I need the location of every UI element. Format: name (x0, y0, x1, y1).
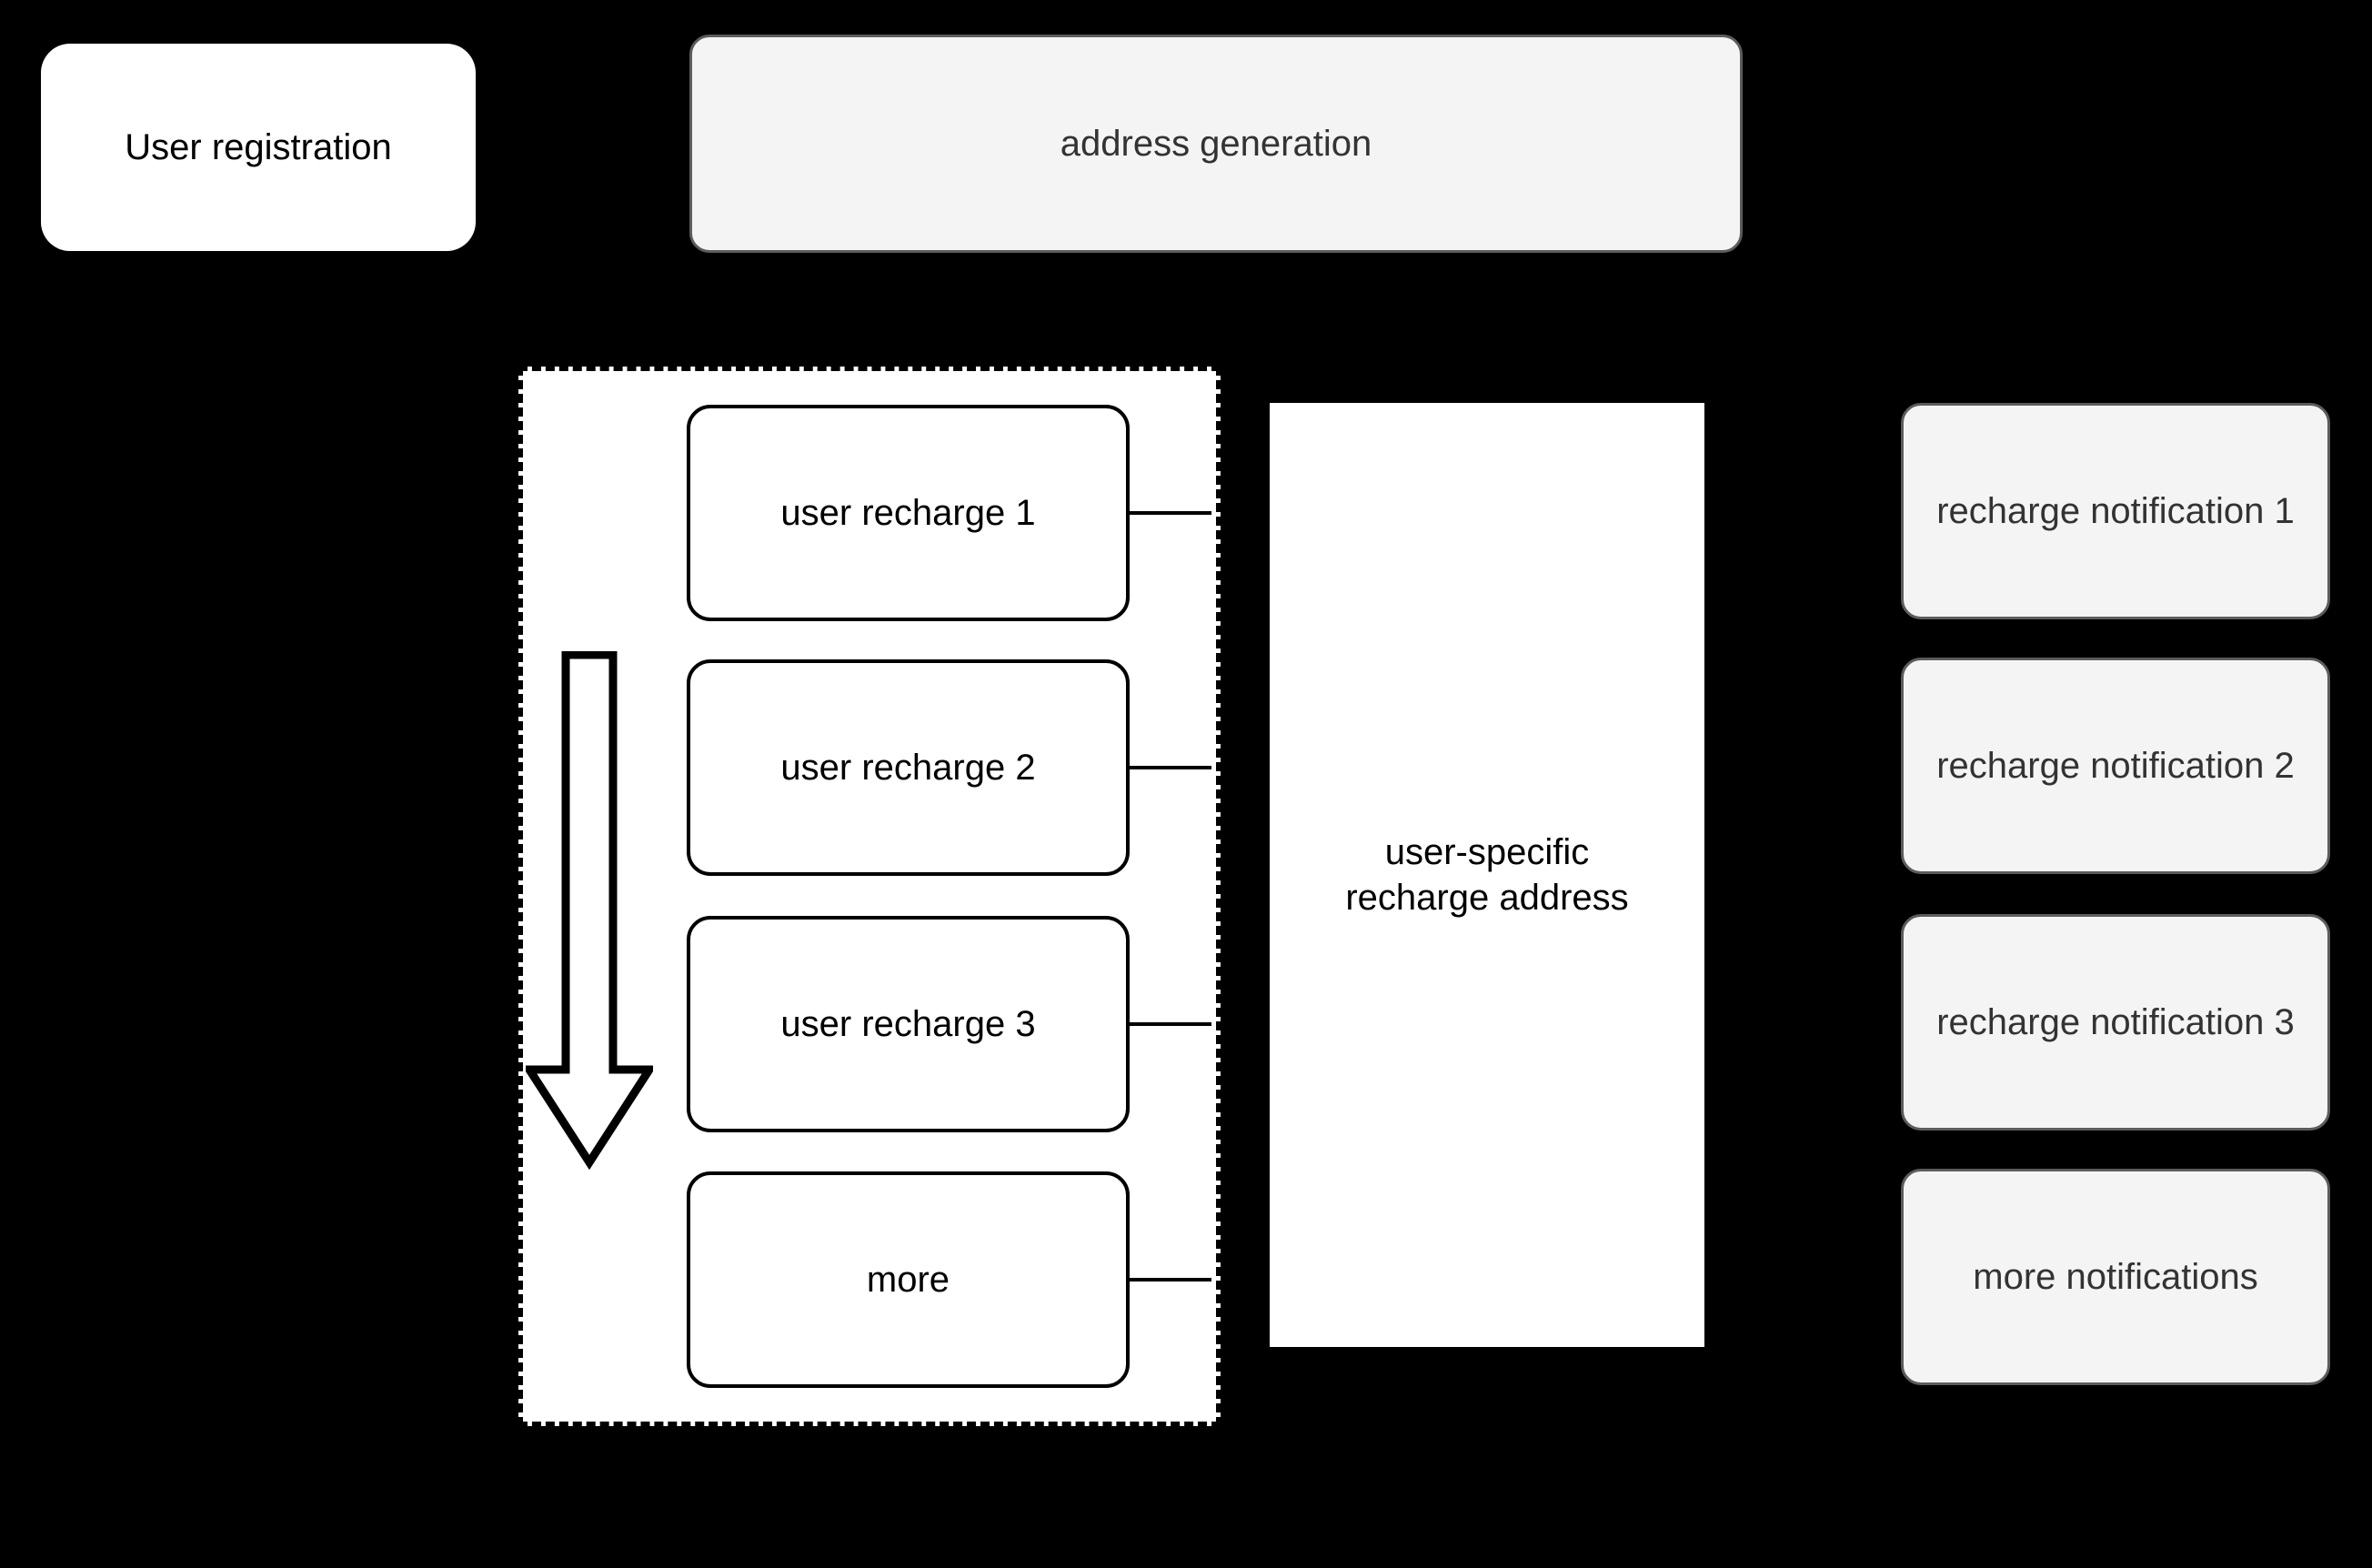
node-more-notifications-label: more notifications (1973, 1257, 2258, 1297)
connector-recharge-2 (1128, 766, 1211, 769)
node-user-recharge-3-label: user recharge 3 (780, 1004, 1036, 1044)
node-address-generation-label: address generation (1060, 124, 1372, 164)
node-user-recharge-2[interactable]: user recharge 2 (687, 659, 1130, 876)
node-user-registration-label: User registration (125, 127, 392, 167)
connector-recharge-3 (1128, 1022, 1211, 1026)
node-more-recharge-label: more (866, 1260, 950, 1300)
node-recharge-notification-2[interactable]: recharge notification 2 (1901, 658, 2330, 874)
node-recharge-notification-1[interactable]: recharge notification 1 (1901, 403, 2330, 619)
node-recharge-notification-2-label: recharge notification 2 (1936, 746, 2295, 786)
node-user-recharge-2-label: user recharge 2 (780, 748, 1036, 788)
node-user-specific-recharge-address-label: user-specific recharge address (1345, 832, 1629, 918)
down-arrow-icon (526, 651, 653, 1170)
node-recharge-notification-3[interactable]: recharge notification 3 (1901, 914, 2330, 1131)
node-address-generation[interactable]: address generation (689, 35, 1743, 253)
connector-more-recharge (1128, 1278, 1211, 1282)
node-user-recharge-1[interactable]: user recharge 1 (687, 405, 1130, 621)
node-more-notifications[interactable]: more notifications (1901, 1169, 2330, 1385)
node-recharge-notification-1-label: recharge notification 1 (1936, 491, 2295, 531)
node-user-recharge-1-label: user recharge 1 (780, 493, 1036, 533)
node-user-registration[interactable]: User registration (41, 44, 476, 251)
connector-recharge-1 (1128, 511, 1211, 515)
node-more-recharge[interactable]: more (687, 1171, 1130, 1388)
node-user-recharge-3[interactable]: user recharge 3 (687, 916, 1130, 1132)
node-recharge-notification-3-label: recharge notification 3 (1936, 1002, 2295, 1042)
node-user-specific-recharge-address[interactable]: user-specific recharge address (1270, 403, 1704, 1347)
